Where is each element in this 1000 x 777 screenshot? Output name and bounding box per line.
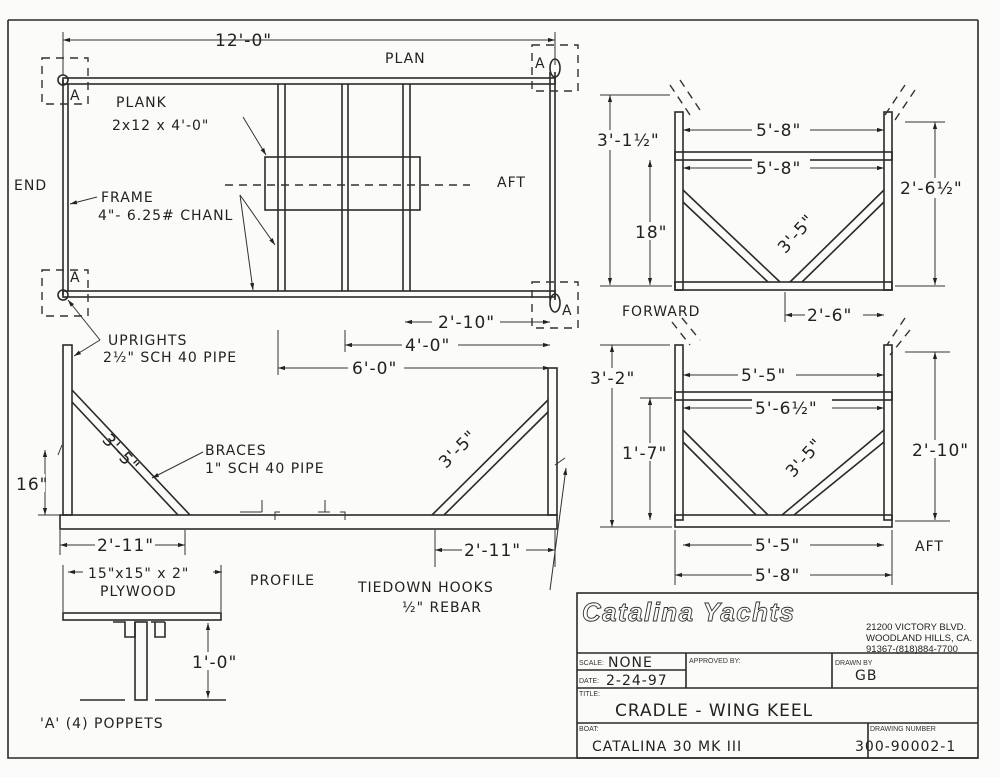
fwd-overall-height: 3'-2" <box>590 369 635 389</box>
fwd-overall-width: 5'-8" <box>755 566 800 586</box>
plank-label: PLANK <box>116 95 167 111</box>
plan-dim-6-0: 6'-0" <box>352 359 397 379</box>
uprights-label: UPRIGHTS <box>108 333 187 349</box>
poppet-height: 1'-0" <box>192 653 237 673</box>
frame-label: FRAME <box>101 190 154 206</box>
poppet-detail: 15"x15" x 2" PLYWOOD 1'-0" 'A' (4) POPPE… <box>40 562 237 732</box>
poppet-pad-material: PLYWOOD <box>100 584 177 600</box>
upright-post <box>57 74 69 86</box>
profile-title: PROFILE <box>250 573 315 589</box>
offset-left: 2'-11" <box>97 536 154 556</box>
address-line-2: WOODLAND HILLS, CA. <box>866 633 972 644</box>
poppet-caption: 'A' (4) POPPETS <box>40 716 164 732</box>
aft-brace: 3'-5" <box>774 211 819 258</box>
date-value: 2-24-97 <box>606 673 668 689</box>
end-label: END <box>14 178 47 194</box>
aft-label: AFT <box>497 175 526 191</box>
scale-value: NONE <box>608 655 653 671</box>
aft-spacing: 2'-6" <box>807 306 852 326</box>
title-block: Catalina Yachts 21200 VICTORY BLVD. WOOD… <box>576 592 979 759</box>
aft-overall-height: 3'-1½" <box>597 131 660 151</box>
title-label: TITLE: <box>579 691 600 698</box>
fwd-brace: 3'-5" <box>782 435 827 482</box>
fwd-base-width: 5'-5" <box>755 536 800 556</box>
aft-right-height: 2'-6½" <box>900 179 963 199</box>
fwd-top-width: 5'-5" <box>741 366 786 386</box>
boat-value: CATALINA 30 MK III <box>592 739 742 755</box>
scale-label: SCALE: <box>579 660 604 667</box>
aft-top-width: 5'-8" <box>756 121 801 141</box>
upright-post <box>57 289 69 301</box>
tiedown-label: TIEDOWN HOOKS <box>357 580 494 596</box>
poppet-marker: A <box>562 303 573 319</box>
end-view-aft: 5'-8" 5'-8" 3'-1½" 18" 2'-6½" 3'-5" 2'-6… <box>595 79 970 326</box>
drawing-title: CRADLE - WING KEEL <box>615 701 813 721</box>
plan-overall-length: 12'-0" <box>215 31 272 51</box>
drawn-by-value: GB <box>855 668 877 684</box>
plan-dim-2-10: 2'-10" <box>438 313 495 333</box>
plan-title: PLAN <box>385 51 426 67</box>
tiedown-size: ½" REBAR <box>402 600 482 616</box>
aft-label-end-view: AFT <box>915 539 944 555</box>
plan-view: 12'-0" PLAN A A A A END AFT PLANK 2x12 x… <box>14 31 579 379</box>
aft-lower-height: 18" <box>635 223 667 243</box>
fwd-right-height: 2'-10" <box>912 441 969 461</box>
address-line-3: 91367-(818)884-7700 <box>866 644 958 655</box>
braces-label: BRACES <box>205 443 267 459</box>
boat-label: BOAT: <box>579 726 599 733</box>
fwd-lower-height: 1'-7" <box>622 444 667 464</box>
profile-height: 16" <box>16 475 48 495</box>
aft-crossbar-width: 5'-8" <box>756 159 801 179</box>
approved-by-label: APPROVED BY: <box>689 658 741 665</box>
drawing-number-label: DRAWING NUMBER <box>870 726 936 733</box>
plank <box>264 156 421 211</box>
poppet-marker: A <box>535 56 546 72</box>
drawing-number: 300-90002-1 <box>855 739 956 755</box>
braces-size: 1" SCH 40 PIPE <box>205 461 325 477</box>
poppet-marker: A <box>70 270 81 286</box>
poppet-pad-size: 15"x15" x 2" <box>88 566 189 582</box>
upright-post <box>549 293 561 313</box>
upright-post <box>549 58 561 78</box>
drawn-by-label: DRAWN BY <box>835 660 873 667</box>
end-view-forward: FORWARD 5'-5" 5'-6½" 3'-2" 1'-7" 2'-10" … <box>588 304 969 586</box>
frame-size: 4"- 6.25# CHANL <box>98 208 233 224</box>
uprights-size: 2½" SCH 40 PIPE <box>103 350 237 366</box>
address-line-1: 21200 VICTORY BLVD. <box>866 622 966 633</box>
plank-size: 2x12 x 4'-0" <box>112 118 209 134</box>
plan-dim-4-0: 4'-0" <box>405 336 450 356</box>
company-logo: Catalina Yachts <box>582 597 794 627</box>
forward-label: FORWARD <box>622 304 700 320</box>
brace-length-right: 3'-5" <box>435 427 481 473</box>
offset-right: 2'-11" <box>464 541 521 561</box>
fwd-crossbar-width: 5'-6½" <box>755 399 818 419</box>
date-label: DATE: <box>579 678 599 685</box>
poppet-marker: A <box>70 88 81 104</box>
